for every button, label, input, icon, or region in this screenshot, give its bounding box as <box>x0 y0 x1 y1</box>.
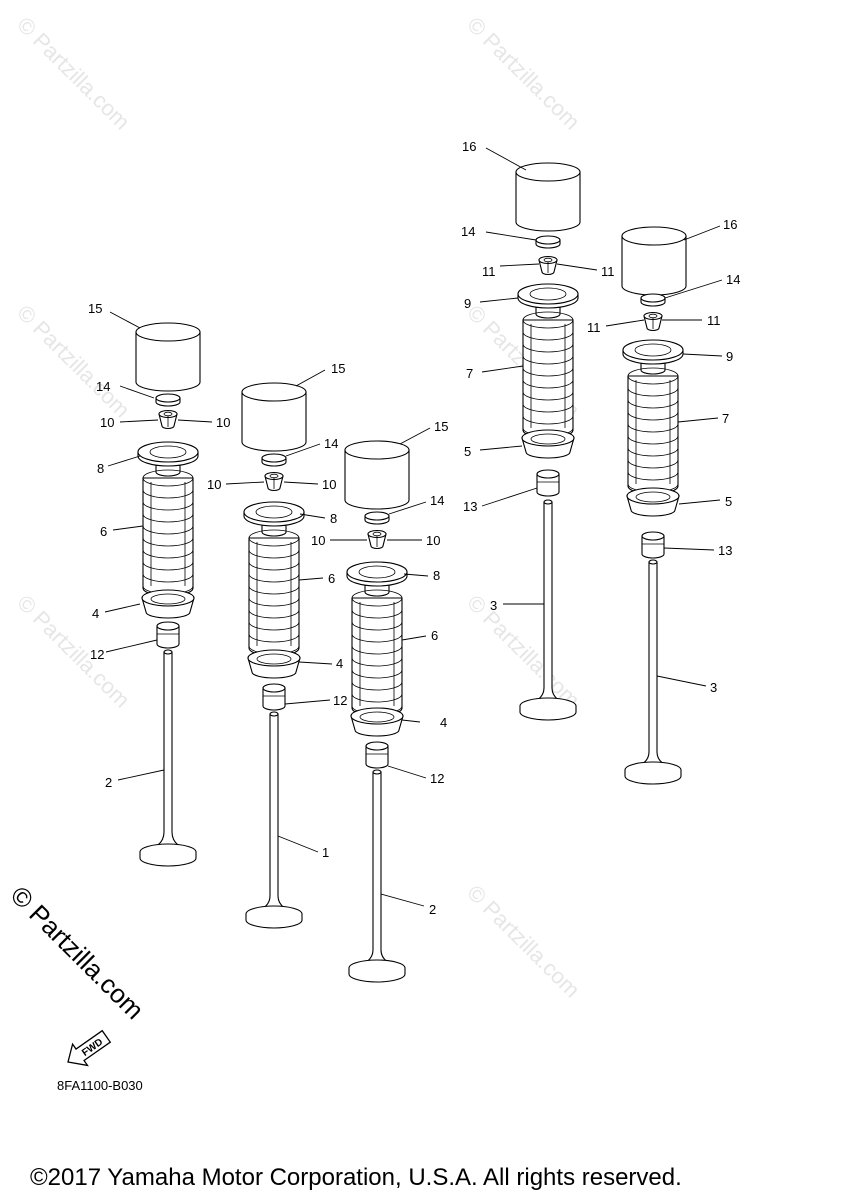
callout-10: 10 <box>426 533 440 548</box>
callout-12: 12 <box>430 771 444 786</box>
callout-10: 10 <box>322 477 336 492</box>
callout-4: 4 <box>440 715 447 730</box>
valve-assembly-b <box>241 382 307 929</box>
callout-4: 4 <box>336 656 343 671</box>
callout-9: 9 <box>464 296 471 311</box>
callout-4: 4 <box>92 606 99 621</box>
callout-10: 10 <box>207 477 221 492</box>
leader-lines <box>104 147 723 907</box>
callout-3: 3 <box>490 598 497 613</box>
callout-6: 6 <box>100 524 107 539</box>
copyright-notice: ©2017 Yamaha Motor Corporation, U.S.A. A… <box>30 1164 682 1191</box>
callout-10: 10 <box>311 533 325 548</box>
callout-8: 8 <box>97 461 104 476</box>
callout-12: 12 <box>333 693 347 708</box>
callout-15: 15 <box>88 301 102 316</box>
valve-assembly-d <box>515 162 581 721</box>
callout-13: 13 <box>718 543 732 558</box>
callout-9: 9 <box>726 349 733 364</box>
callout-labels: 15 14 10 10 8 6 4 12 2 15 14 10 10 8 6 4… <box>88 139 740 917</box>
callout-12: 12 <box>90 647 104 662</box>
callout-11: 11 <box>707 313 721 328</box>
callout-16: 16 <box>723 217 737 232</box>
valve-assembly-a <box>135 322 201 867</box>
callout-10: 10 <box>100 415 114 430</box>
callout-1: 1 <box>322 845 329 860</box>
callout-11: 11 <box>587 320 601 335</box>
callout-14: 14 <box>430 493 444 508</box>
callout-14: 14 <box>461 224 475 239</box>
callout-14: 14 <box>726 272 740 287</box>
callout-6: 6 <box>328 571 335 586</box>
drawing-code: 8FA1100-B030 <box>57 1078 143 1093</box>
callout-15: 15 <box>331 361 345 376</box>
callout-6: 6 <box>431 628 438 643</box>
callout-16: 16 <box>462 139 476 154</box>
callout-11: 11 <box>601 264 615 279</box>
callout-7: 7 <box>722 411 729 426</box>
callout-8: 8 <box>433 568 440 583</box>
callout-5: 5 <box>725 494 732 509</box>
callout-13: 13 <box>463 499 477 514</box>
callout-2: 2 <box>429 902 436 917</box>
callout-2: 2 <box>105 775 112 790</box>
callout-5: 5 <box>464 444 471 459</box>
callout-14: 14 <box>96 379 110 394</box>
valve-assembly-c <box>344 440 410 983</box>
callout-11: 11 <box>482 264 496 279</box>
callout-7: 7 <box>466 366 473 381</box>
callout-14: 14 <box>324 436 338 451</box>
callout-10: 10 <box>216 415 230 430</box>
forward-arrow-icon: FWD <box>67 1029 112 1067</box>
callout-8: 8 <box>330 511 337 526</box>
valve-assembly-e <box>621 226 687 785</box>
callout-15: 15 <box>434 419 448 434</box>
callout-3: 3 <box>710 680 717 695</box>
